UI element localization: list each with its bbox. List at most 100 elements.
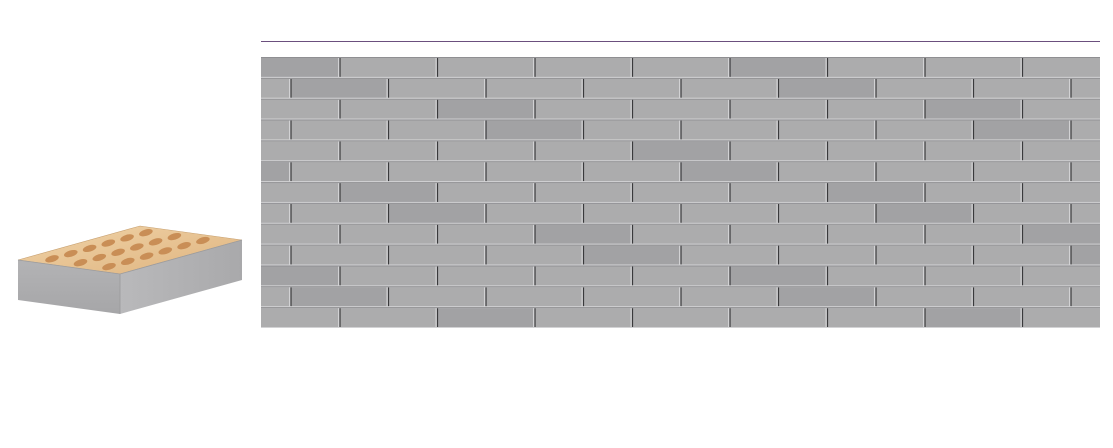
perforation-hole: [139, 252, 154, 260]
wall-brick: [535, 183, 631, 202]
wall-brick: [535, 141, 631, 161]
wall-brick: [291, 203, 387, 223]
wall-brick: [261, 308, 338, 327]
wall-brick: [486, 287, 582, 307]
wall-brick: [1022, 308, 1100, 327]
wall-brick: [437, 224, 533, 244]
wall-brick: [730, 58, 826, 77]
perforation-hole: [120, 234, 134, 242]
wall-brick: [1071, 120, 1100, 140]
wall-brick: [827, 58, 923, 77]
wall-brick: [340, 224, 436, 244]
wall-brick: [925, 224, 1021, 244]
wall-brick: [632, 183, 728, 202]
wall-brick: [827, 266, 923, 286]
wall-brick: [340, 308, 436, 327]
perforation-hole: [158, 247, 173, 255]
wall-brick: [261, 162, 289, 182]
wall-brick: [778, 78, 874, 98]
wall-brick: [291, 78, 387, 98]
wall-brick: [583, 287, 679, 307]
wall-brick: [437, 141, 533, 161]
wall-brick: [261, 224, 338, 244]
wall-brick: [486, 78, 582, 98]
wall-brick: [827, 99, 923, 119]
wall-brick: [925, 58, 1021, 77]
wall-brick: [1022, 141, 1100, 161]
wall-brick: [778, 162, 874, 182]
perforation-hole: [64, 249, 78, 258]
wall-brick: [730, 183, 826, 202]
wall-brick: [925, 183, 1021, 202]
wall-brick: [730, 141, 826, 161]
wall-brick: [1022, 183, 1100, 202]
wall-brick: [388, 203, 484, 223]
wall-brick: [1071, 203, 1100, 223]
wall-brick: [730, 308, 826, 327]
wall-brick: [681, 120, 777, 140]
wall-brick: [925, 308, 1021, 327]
wall-brick: [827, 141, 923, 161]
wall-brick: [730, 224, 826, 244]
wall-brick: [261, 120, 289, 140]
wall-brick: [437, 99, 533, 119]
wall-brick: [973, 120, 1069, 140]
wall-brick: [730, 266, 826, 286]
wall-brick: [876, 203, 972, 223]
wall-brick: [876, 78, 972, 98]
wall-brick: [778, 287, 874, 307]
wall-brick: [973, 203, 1069, 223]
wall-brick: [1071, 245, 1100, 265]
wall-brick: [1071, 287, 1100, 307]
wall-brick: [681, 162, 777, 182]
wall-brick: [583, 245, 679, 265]
wall-brick: [778, 203, 874, 223]
wall-brick: [437, 183, 533, 202]
wall-brick: [486, 120, 582, 140]
wall-brick: [535, 266, 631, 286]
wall-brick: [876, 287, 972, 307]
wall-brick: [681, 203, 777, 223]
wall-brick: [925, 266, 1021, 286]
brick-icon: [17, 225, 243, 314]
perforation-hole: [148, 238, 163, 246]
wall-brick: [261, 58, 338, 77]
wall-brick: [340, 141, 436, 161]
wall-brick: [681, 78, 777, 98]
perforation-hole: [130, 243, 144, 251]
wall-brick: [535, 308, 631, 327]
wall-brick: [1022, 224, 1100, 244]
wall-brick: [291, 162, 387, 182]
wall-brick: [925, 141, 1021, 161]
wall-brick: [261, 78, 289, 98]
wall-brick: [535, 99, 631, 119]
wall-brick: [388, 120, 484, 140]
wall-brick: [583, 120, 679, 140]
wall-brick: [973, 287, 1069, 307]
wall-brick: [632, 58, 728, 77]
perforation-hole: [45, 255, 59, 263]
wall-brick: [632, 99, 728, 119]
wall-brick: [632, 266, 728, 286]
wall-brick: [925, 99, 1021, 119]
wall-brick: [261, 245, 289, 265]
wall-brick: [388, 287, 484, 307]
wall-brick: [973, 78, 1069, 98]
wall-brick: [876, 120, 972, 140]
wall-brick: [583, 203, 679, 223]
perforation-hole: [111, 248, 125, 256]
wall-brick: [535, 58, 631, 77]
wall-brick: [291, 245, 387, 265]
perforation-hole: [101, 239, 116, 247]
wall-brick: [486, 162, 582, 182]
perforation-hole: [102, 262, 116, 271]
wall-brick: [973, 245, 1069, 265]
wall-brick: [1071, 162, 1100, 182]
wall-brick: [340, 58, 436, 77]
wall-brick: [583, 78, 679, 98]
wall-brick: [876, 245, 972, 265]
wall-brick: [388, 245, 484, 265]
wall-brick: [681, 245, 777, 265]
perforation-hole: [82, 244, 97, 253]
wall-brick: [1022, 58, 1100, 77]
